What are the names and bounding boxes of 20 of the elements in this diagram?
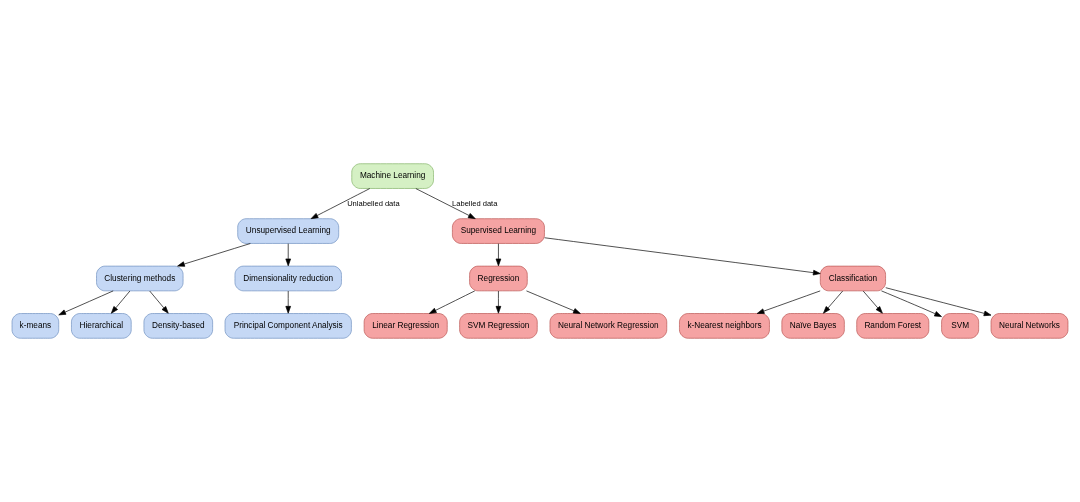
arrow	[495, 290, 502, 314]
arrow	[823, 290, 843, 314]
arrow	[428, 290, 476, 314]
arrow	[495, 243, 502, 267]
arrow	[415, 188, 476, 219]
arrow	[544, 237, 821, 276]
arrow	[58, 290, 114, 316]
arrow	[756, 290, 821, 314]
arrow	[177, 243, 251, 267]
arrow	[149, 290, 169, 314]
arrow	[111, 290, 131, 314]
arrow	[881, 290, 942, 317]
edge-label: Unlabelled data	[347, 198, 400, 208]
arrow	[885, 287, 992, 317]
arrow	[862, 290, 883, 314]
arrow	[285, 243, 291, 267]
arrow	[526, 290, 581, 314]
arrow	[310, 188, 371, 219]
arrow	[285, 290, 291, 314]
edge-label: Labelled data	[452, 198, 498, 208]
